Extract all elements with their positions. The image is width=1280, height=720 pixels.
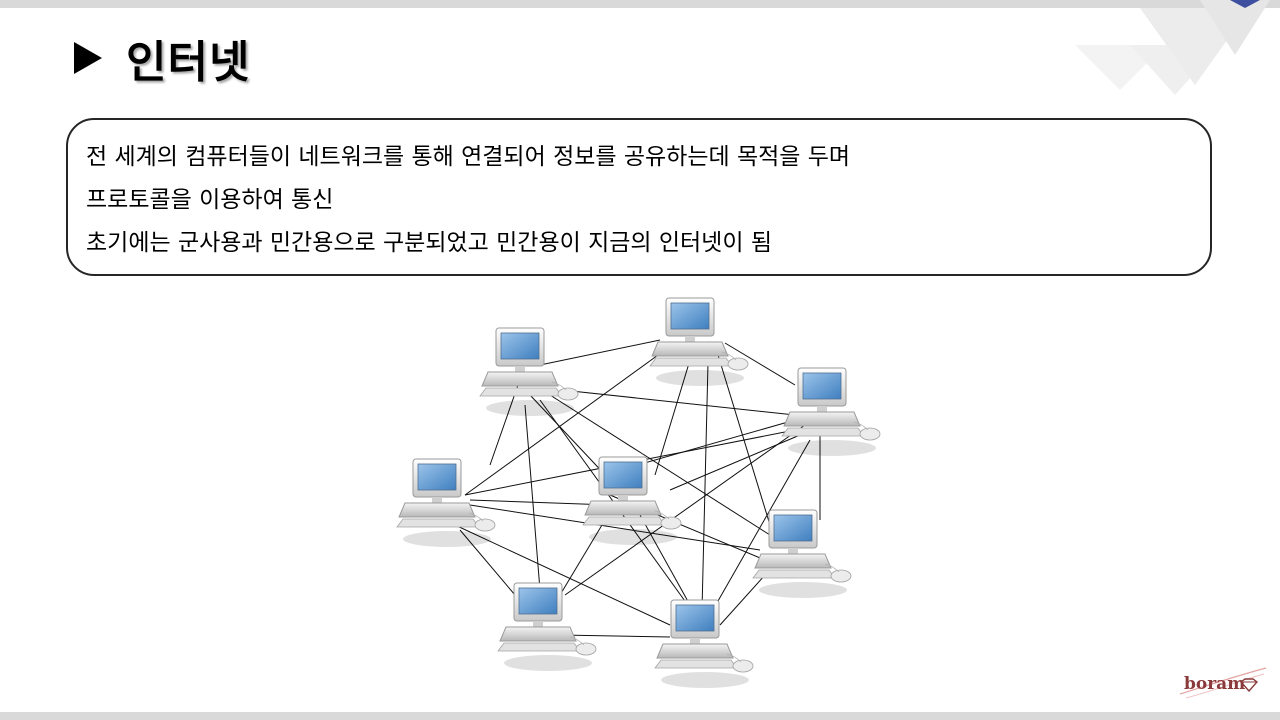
brand-logo: boram	[1176, 664, 1268, 706]
network-diagram	[396, 297, 881, 689]
logo-text: boram	[1184, 674, 1246, 694]
top-bar	[0, 0, 1280, 8]
description-line-3: 초기에는 군사용과 민간용으로 구분되었고 민간용이 지금의 인터넷이 됨	[86, 230, 772, 256]
computer-1-icon	[479, 327, 579, 417]
title-row: 인터넷	[74, 28, 250, 88]
bottom-bar	[0, 712, 1280, 720]
computer-7-icon	[497, 582, 597, 672]
description-line-1: 전 세계의 컴퓨터들이 네트워크를 통해 연결되어 정보를 공유하는데 목적을 …	[86, 144, 851, 170]
computer-3-icon	[781, 367, 881, 457]
description-line-2: 프로토콜을 이용하여 통신	[86, 187, 334, 213]
description-box: 전 세계의 컴퓨터들이 네트워크를 통해 연결되어 정보를 공유하는데 목적을 …	[66, 118, 1212, 276]
bullet-arrow-icon	[74, 42, 102, 74]
computer-6-icon	[752, 509, 852, 599]
computer-8-icon	[654, 599, 754, 689]
page-title: 인터넷	[126, 37, 251, 88]
corner-decoration	[1075, 0, 1270, 95]
diamond-icon	[1240, 678, 1258, 692]
computer-2-icon	[649, 297, 749, 387]
computer-4-icon	[396, 458, 496, 548]
